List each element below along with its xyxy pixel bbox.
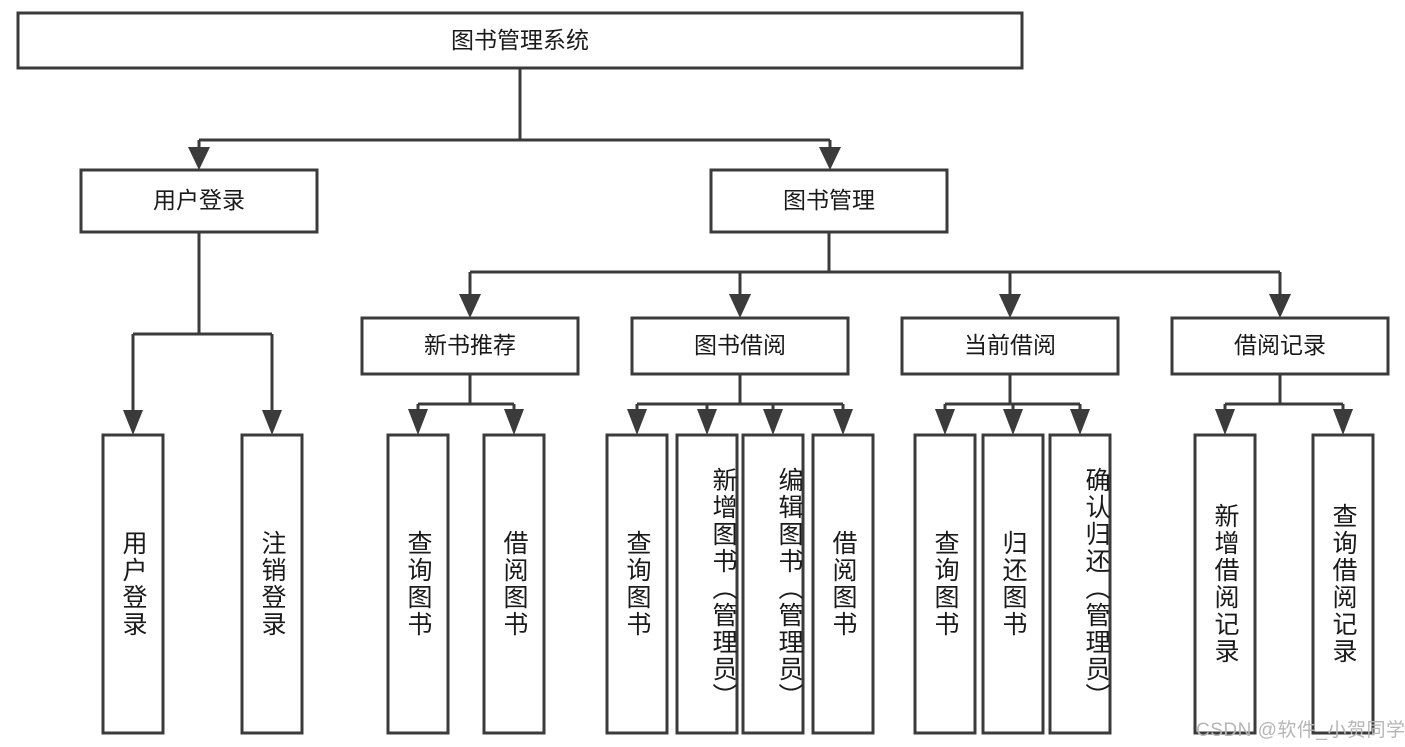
arrowhead-icon bbox=[1215, 409, 1235, 435]
arrowhead-icon bbox=[819, 147, 841, 170]
leaf-label-query-borrow-record: 查询借阅记录 bbox=[1329, 503, 1357, 665]
arrowhead-icon bbox=[833, 409, 853, 435]
leaf-box-user-login[interactable] bbox=[101, 433, 165, 735]
arrowhead-icon bbox=[627, 409, 647, 435]
leaf-label-user-login: 用户登录 bbox=[119, 530, 147, 638]
node-borrow-record-box bbox=[1170, 316, 1390, 376]
node-new-book-recommend-box bbox=[360, 316, 580, 376]
leaf-box-query-book-current[interactable] bbox=[913, 433, 977, 735]
leaf-label-borrow-book: 借阅图书 bbox=[829, 530, 857, 638]
leaf-label-add-borrow-record: 新增借阅记录 bbox=[1211, 503, 1239, 665]
node-new-book-recommend-label: 新书推荐 bbox=[424, 332, 516, 358]
connector-new-book-children bbox=[408, 374, 524, 435]
leaf-box-add-borrow-record[interactable] bbox=[1193, 433, 1257, 735]
arrowhead-icon bbox=[729, 294, 751, 318]
arrowhead-icon bbox=[408, 409, 428, 435]
node-root-system[interactable]: 图书管理系统 bbox=[16, 11, 1024, 70]
arrowhead-icon bbox=[262, 410, 282, 435]
leaf-box-confirm-return-admin[interactable] bbox=[1048, 433, 1112, 735]
connector-current-borrow-children bbox=[935, 374, 1090, 435]
node-borrow-record-label: 借阅记录 bbox=[1234, 332, 1326, 358]
connector-user-login-children bbox=[123, 232, 282, 435]
connector-borrow-record-children bbox=[1215, 374, 1353, 435]
arrowhead-icon bbox=[697, 409, 717, 435]
leaf-box-query-book-new[interactable] bbox=[386, 433, 450, 735]
node-current-borrow-label: 当前借阅 bbox=[964, 332, 1056, 358]
leaf-box-edit-book-admin[interactable] bbox=[741, 433, 805, 735]
leaf-box-query-book-borrow[interactable] bbox=[605, 433, 669, 735]
leaf-box-add-book-admin[interactable] bbox=[675, 433, 739, 735]
node-borrow-record[interactable]: 借阅记录 bbox=[1170, 316, 1390, 376]
connector-book-borrow-children bbox=[627, 374, 853, 435]
node-current-borrow[interactable]: 当前借阅 bbox=[900, 316, 1120, 376]
leaf-box-borrow-book-new[interactable] bbox=[482, 433, 546, 735]
node-book-management-label: 图书管理 bbox=[783, 187, 875, 213]
connector-book-mgmt-to-level3 bbox=[459, 232, 1291, 318]
node-user-login[interactable]: 用户登录 bbox=[79, 168, 319, 234]
node-new-book-recommend[interactable]: 新书推荐 bbox=[360, 316, 580, 376]
arrowhead-icon bbox=[188, 147, 210, 170]
leaf-label-logout: 注销登录 bbox=[258, 530, 286, 638]
leaf-label-edit-book-admin: 编辑图书（管理员） bbox=[775, 466, 803, 710]
node-current-borrow-box bbox=[900, 316, 1120, 376]
leaf-label-borrow-book-new: 借阅图书 bbox=[500, 530, 528, 638]
leaf-box-query-borrow-record[interactable] bbox=[1311, 433, 1375, 735]
leaf-label-query-book-current: 查询图书 bbox=[931, 530, 959, 638]
node-root-label: 图书管理系统 bbox=[451, 27, 589, 53]
arrowhead-icon bbox=[123, 410, 143, 435]
arrowhead-icon bbox=[459, 294, 481, 318]
arrowhead-icon bbox=[1333, 409, 1353, 435]
leaf-label-confirm-return-admin: 确认归还（管理员） bbox=[1082, 466, 1110, 710]
leaf-box-return-book[interactable] bbox=[981, 433, 1045, 735]
arrowhead-icon bbox=[999, 294, 1021, 318]
node-book-borrow[interactable]: 图书借阅 bbox=[630, 316, 850, 376]
arrowhead-icon bbox=[935, 409, 955, 435]
leaf-boxes bbox=[101, 433, 1375, 735]
node-book-borrow-label: 图书借阅 bbox=[694, 332, 786, 358]
arrowhead-icon bbox=[763, 409, 783, 435]
leaf-box-borrow-book[interactable] bbox=[811, 433, 875, 735]
arrowhead-icon bbox=[1070, 409, 1090, 435]
arrowhead-icon bbox=[1003, 409, 1023, 435]
node-book-management[interactable]: 图书管理 bbox=[709, 168, 949, 234]
node-book-management-box bbox=[709, 168, 949, 234]
csdn-watermark: CSDN @软件_小贺同学 bbox=[1196, 720, 1405, 741]
connector-root-to-level2 bbox=[188, 68, 841, 170]
arrowhead-icon bbox=[1269, 294, 1291, 318]
leaf-label-query-book-new: 查询图书 bbox=[404, 530, 432, 638]
node-user-login-label: 用户登录 bbox=[153, 187, 245, 213]
leaf-label-query-book-borrow: 查询图书 bbox=[623, 530, 651, 638]
node-root-box bbox=[16, 11, 1024, 70]
leaf-label-add-book-admin: 新增图书（管理员） bbox=[709, 466, 737, 710]
node-user-login-box bbox=[79, 168, 319, 234]
leaf-label-return-book: 归还图书 bbox=[999, 530, 1027, 638]
arrowhead-icon bbox=[504, 409, 524, 435]
leaf-box-logout[interactable] bbox=[240, 433, 304, 735]
node-book-borrow-box bbox=[630, 316, 850, 376]
